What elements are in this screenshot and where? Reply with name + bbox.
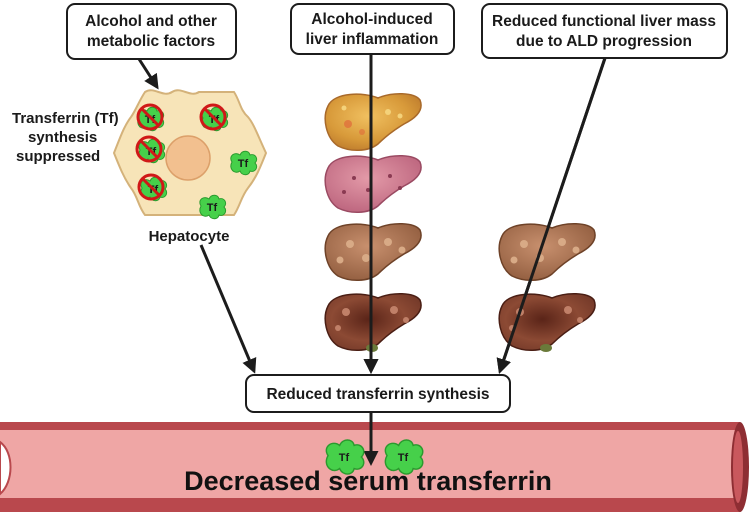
- liver-icon: [324, 92, 422, 152]
- transferrin-protein-icon: Tf: [199, 194, 227, 220]
- svg-text:Alcohol-induced: Alcohol-induced: [311, 11, 432, 28]
- svg-text:Alcohol and other: Alcohol and other: [85, 13, 217, 30]
- svg-text:Tf: Tf: [238, 158, 249, 170]
- liver-icon: [324, 154, 422, 214]
- transferrin-protein-icon: Tf: [230, 150, 258, 176]
- active-tf-icons: Tf Tf: [199, 150, 258, 220]
- liver-column-inflammation: [324, 92, 422, 352]
- inhibition-symbol-icon: [137, 173, 165, 201]
- serum-tf-icons: Tf Tf: [325, 439, 424, 475]
- arrow-overlays: [363, 53, 607, 374]
- box-reduced-mass: Reduced functional liver mass due to ALD…: [481, 3, 728, 59]
- box-reduced-synthesis: Reduced transferrin synthesis: [245, 374, 511, 413]
- box-inflammation: Alcohol-induced liver inflammation: [290, 3, 455, 55]
- svg-text:synthesis: synthesis: [28, 129, 97, 146]
- suppressed-tf-2: Tf: [199, 103, 229, 132]
- suppressed-tf-4: Tf: [137, 173, 168, 202]
- svg-text:suppressed: suppressed: [16, 148, 100, 165]
- tf-label: Tf: [339, 452, 350, 464]
- svg-text:liver inflammation: liver inflammation: [306, 31, 439, 48]
- inhibition-symbol-icon: [135, 135, 163, 163]
- liver-icon: [498, 292, 596, 352]
- inhibition-symbol-icon: [136, 103, 164, 131]
- svg-text:Transferrin (Tf): Transferrin (Tf): [12, 110, 119, 127]
- svg-text:metabolic factors: metabolic factors: [87, 33, 215, 50]
- tf-suppressed-label: Transferrin (Tf) synthesis suppressed: [12, 110, 119, 165]
- liver-icon: [324, 292, 422, 352]
- svg-text:Tf: Tf: [207, 202, 218, 214]
- hepatocyte-label: Hepatocyte: [149, 228, 230, 245]
- svg-text:Reduced functional liver mass: Reduced functional liver mass: [492, 13, 716, 30]
- box-alcohol-factors: Alcohol and other metabolic factors: [66, 3, 237, 60]
- decreased-serum-label: Decreased serum transferrin: [184, 466, 552, 496]
- svg-text:due to ALD progression: due to ALD progression: [516, 33, 692, 50]
- suppressed-tf-3: Tf: [135, 135, 166, 164]
- suppressed-tf-1: Tf: [136, 103, 165, 132]
- liver-icon: [324, 222, 422, 282]
- svg-text:Tf: Tf: [145, 114, 156, 126]
- svg-text:Reduced transferrin synthesis: Reduced transferrin synthesis: [266, 386, 489, 403]
- arrow-factors-to-hepatocyte: [137, 58, 159, 90]
- arrow-hepatocyte-to-synthesis: [199, 244, 257, 374]
- suppressed-tf-icons: Tf Tf Tf Tf: [135, 103, 229, 202]
- inhibition-symbol-icon: [199, 103, 227, 131]
- tf-label: Tf: [398, 452, 409, 464]
